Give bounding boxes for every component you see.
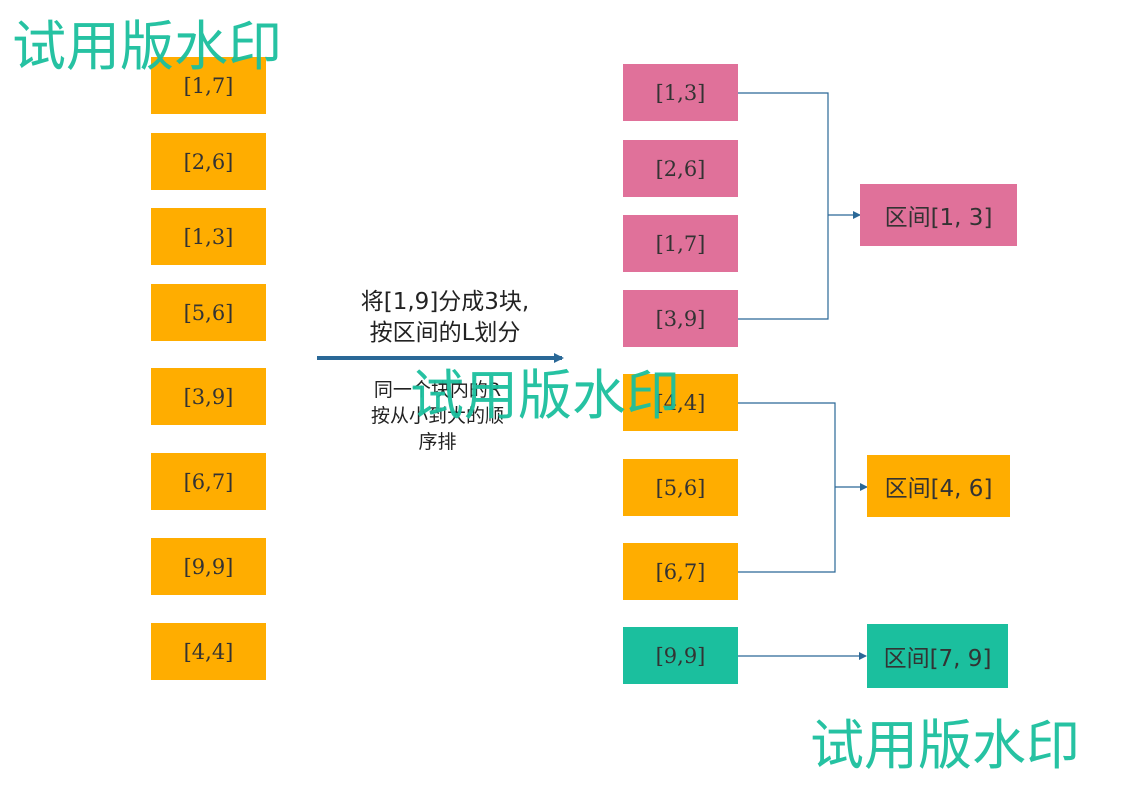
block-3: 区间[7, 9] [867,624,1008,688]
right-interval-2: [2,6] [623,140,738,197]
left-interval-8: [4,4] [151,623,266,680]
split-caption: 将[1,9]分成3块, 按区间的L划分 [300,287,590,349]
left-interval-5: [3,9] [151,368,266,425]
sort-caption: 同一个块内的R 按从小到大的顺 序排 [325,377,550,455]
watermark-bottom-right: 试用版水印 [810,714,1080,777]
left-interval-2: [2,6] [151,133,266,190]
left-interval-4: [5,6] [151,284,266,341]
block-2: 区间[4, 6] [867,455,1010,517]
watermark-center: 试用版水印 [410,364,680,427]
sort-caption-line-2: 按从小到大的顺 [370,405,504,427]
left-interval-7: [9,9] [151,538,266,595]
left-interval-3: [1,3] [151,208,266,265]
right-interval-3: [1,7] [623,215,738,272]
sort-caption-line-3: 序排 [418,431,457,453]
left-interval-6: [6,7] [151,453,266,510]
connector-group-2 [738,402,836,573]
watermark-top-left: 试用版水印 [12,15,282,78]
left-interval-1: [1,7] [151,57,266,114]
right-interval-6: [5,6] [623,459,738,516]
right-interval-7: [6,7] [623,543,738,600]
right-interval-8: [9,9] [623,627,738,684]
split-caption-line-1: 将[1,9]分成3块, [360,289,530,315]
right-interval-4: [3,9] [623,290,738,347]
split-caption-line-2: 按区间的L划分 [369,320,521,346]
connector-group-1 [738,92,829,320]
right-interval-5: [4,4] [623,374,738,431]
sort-caption-line-1: 同一个块内的R [373,379,502,401]
right-interval-1: [1,3] [623,64,738,121]
block-1: 区间[1, 3] [860,184,1017,246]
